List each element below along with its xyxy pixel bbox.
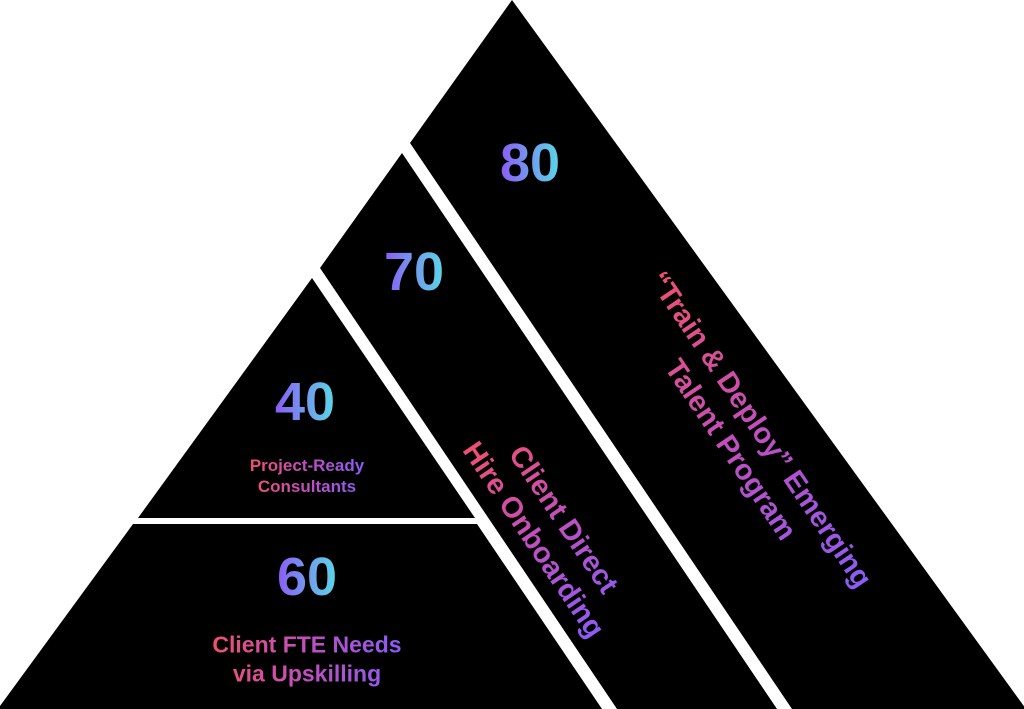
tier-60-value: 60: [276, 547, 338, 607]
tier-60-label-line2: via Upskilling: [232, 660, 382, 686]
tier-60-label-line1: Client FTE Needs: [212, 631, 402, 658]
tier-40-label-line2: Consultants: [257, 477, 357, 496]
tier-70-value: 70: [383, 242, 445, 302]
tier-40-label-line1: Project-Ready: [249, 455, 365, 475]
tier-80-band: [410, 0, 1024, 709]
tier-60-trapezoid: [0, 524, 602, 709]
tier-40-triangle: [138, 278, 475, 518]
tier-80-value: 80: [499, 133, 561, 193]
tier-60-label: Client FTE Needs via Upskilling: [212, 630, 401, 688]
tier-40-label: Project-Ready Consultants: [250, 455, 364, 498]
tier-70-band: [320, 153, 777, 709]
tier-40-value: 40: [274, 372, 336, 432]
